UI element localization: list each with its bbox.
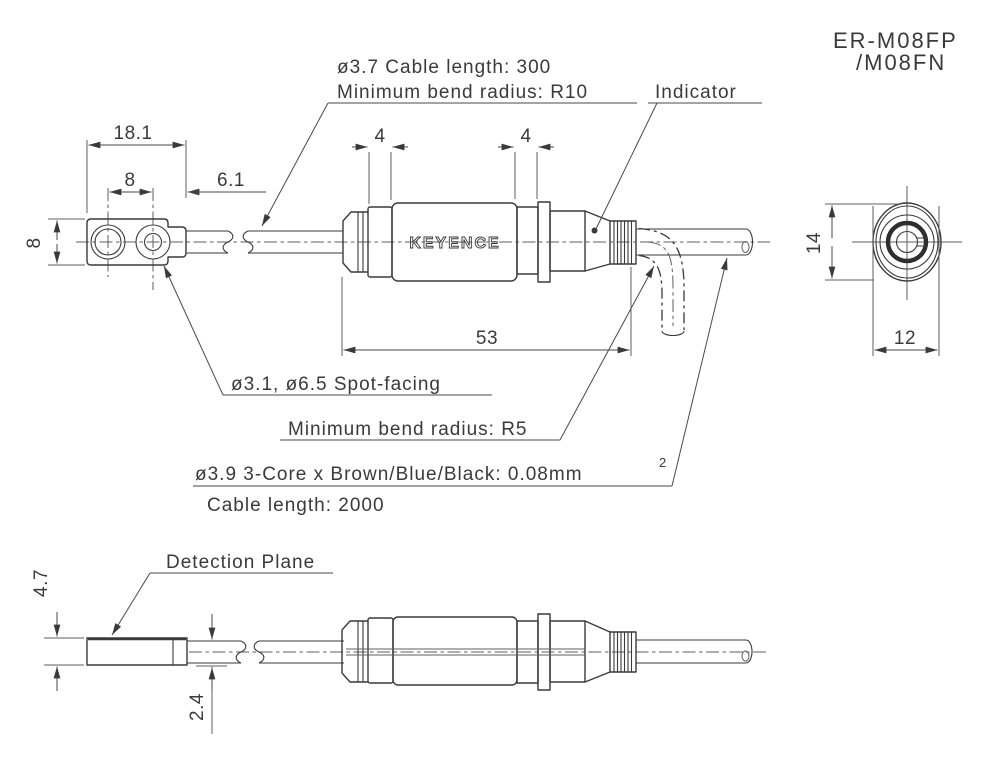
annotation-core-spec: ø3.9 3-Core x Brown/Blue/Black: 0.08mm	[195, 464, 583, 485]
dim-band-right-value: 4	[520, 126, 531, 147]
dim-connector-width: 12	[872, 206, 940, 356]
thread-section	[609, 220, 637, 265]
annotation-layer: ø3.7 Cable length: 300 Minimum bend radi…	[111, 57, 762, 636]
annotation-cable-spec-line1: ø3.7 Cable length: 300	[337, 57, 551, 78]
collar-3-side	[549, 620, 586, 683]
annotation-spot-facing: ø3.1, ø6.5 Spot-facing	[231, 374, 441, 395]
mounting-hole-left-outer	[90, 224, 126, 260]
dim-cable-offset: 2.4	[187, 614, 227, 734]
dim-head-thickness: 4.7	[31, 569, 84, 691]
mounting-hole-right-outer	[135, 224, 171, 260]
indicator-leader	[595, 102, 658, 230]
connector-circle-center	[895, 230, 919, 254]
annotation-min-bend-radius: Minimum bend radius: R5	[288, 419, 527, 440]
dim-body-length-value: 53	[476, 328, 498, 349]
model-number-line1: ER-M08FP	[833, 28, 958, 53]
mounting-hole-left-inner	[94, 228, 122, 256]
output-cable-top	[636, 228, 754, 256]
dim-band-left: 4	[352, 126, 408, 204]
end-view: 14 12	[804, 186, 962, 356]
mounting-hole-right-inner	[143, 232, 163, 252]
detection-plane-leader	[111, 572, 151, 636]
min-bend-leader	[559, 265, 655, 441]
dim-hole-pitch: 8	[109, 170, 152, 196]
annotation-indicator: Indicator	[655, 82, 737, 103]
left-cap-side	[341, 620, 369, 683]
taper-side	[584, 620, 611, 683]
taper	[584, 210, 611, 272]
head-cable-side	[187, 640, 344, 664]
collar-3	[549, 210, 586, 272]
cable-spec-leader	[261, 102, 329, 227]
connector-circle-1	[879, 214, 935, 270]
dim-body-length: 53	[341, 267, 632, 356]
top-view: KEYENCE 18.1	[24, 123, 770, 356]
thread-ribs	[613, 221, 633, 264]
dim-head-height: 8	[24, 218, 85, 266]
dim-head-height-value: 8	[24, 237, 45, 248]
annotation-core-spec-superscript: 2	[659, 455, 666, 470]
dim-band-right: 4	[498, 126, 554, 199]
model-number-line2: /M08FN	[856, 50, 946, 75]
dim-head-thickness-value: 4.7	[31, 569, 52, 597]
sensor-head-side	[86, 637, 188, 666]
annotation-detection-plane: Detection Plane	[166, 552, 315, 573]
thread-section-side	[609, 631, 637, 673]
thread-ribs-side	[613, 632, 633, 672]
dim-hole-to-edge-value: 6.1	[217, 170, 245, 191]
dim-cable-offset-value: 2.4	[187, 693, 208, 721]
left-cap	[342, 211, 369, 273]
parting-lines	[346, 648, 585, 656]
annotation-cable-spec-line2: Minimum bend radius: R10	[337, 82, 588, 103]
connector-inner-profile	[875, 205, 939, 279]
spot-facing-leader	[163, 265, 224, 396]
head-cable	[186, 230, 343, 254]
dim-connector-height: 14	[804, 203, 897, 281]
connector-keyway	[917, 237, 927, 247]
amplifier-body-top: KEYENCE	[342, 201, 637, 283]
bent-cable-phantom	[638, 227, 685, 337]
sensor-head-outline	[86, 218, 187, 266]
bottom-view: 4.7 2.4	[31, 569, 768, 734]
dim-hole-to-edge: 6.1	[187, 170, 266, 196]
dim-band-left-value: 4	[374, 126, 385, 147]
dim-head-length: 18.1	[86, 123, 187, 213]
connector-bold-ring	[885, 220, 929, 264]
keyence-logo: KEYENCE	[409, 235, 500, 252]
dim-connector-width-value: 12	[894, 328, 916, 349]
title-block: ER-M08FP /M08FN	[833, 28, 958, 75]
dim-hole-pitch-value: 8	[124, 170, 135, 191]
dim-head-length-value: 18.1	[114, 123, 153, 144]
core-spec-leader	[671, 257, 728, 487]
dim-connector-height-value: 14	[804, 232, 825, 254]
output-cable-side	[636, 639, 753, 664]
amplifier-body-side	[341, 613, 637, 691]
annotation-cable-length: Cable length: 2000	[207, 495, 385, 516]
